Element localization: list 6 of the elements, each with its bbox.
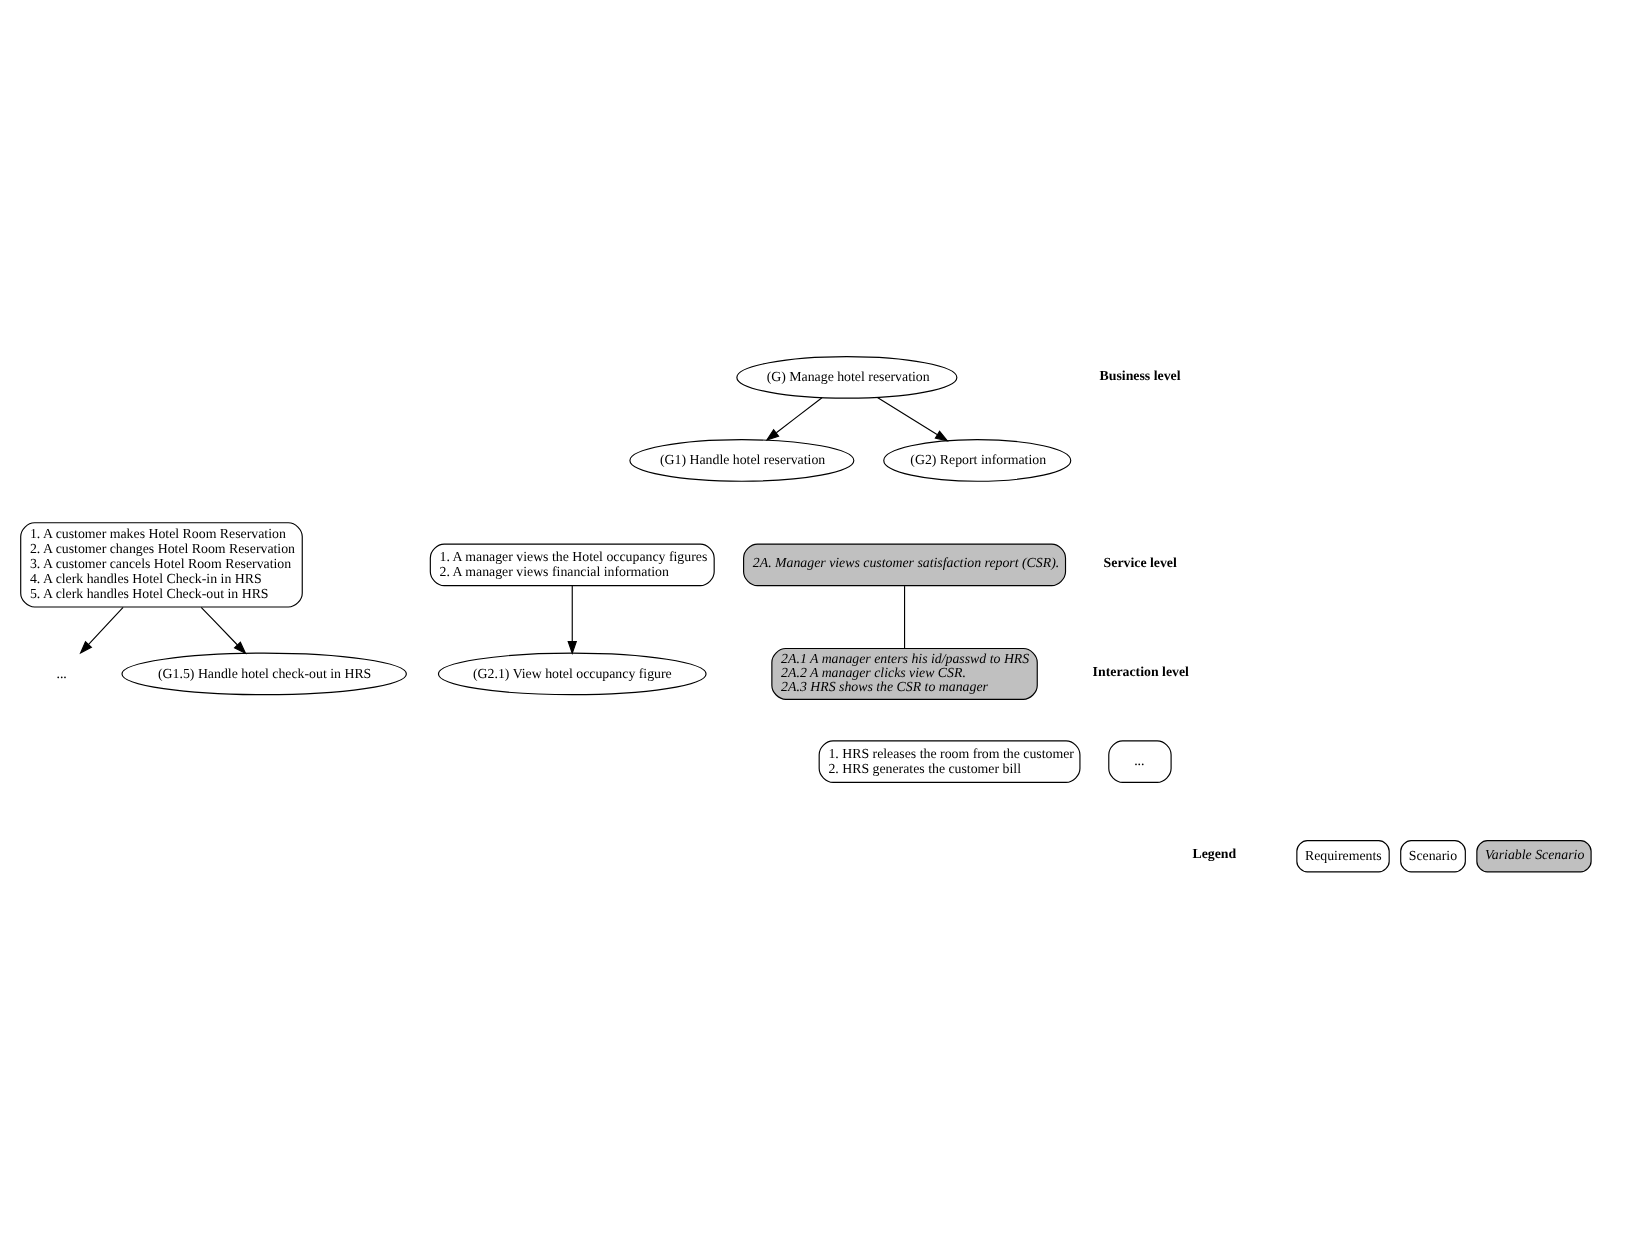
arrow	[200, 606, 247, 655]
connector	[904, 585, 906, 649]
arrow	[765, 397, 823, 442]
arrow	[567, 585, 578, 655]
arrow	[876, 396, 949, 442]
arrow	[79, 606, 124, 655]
